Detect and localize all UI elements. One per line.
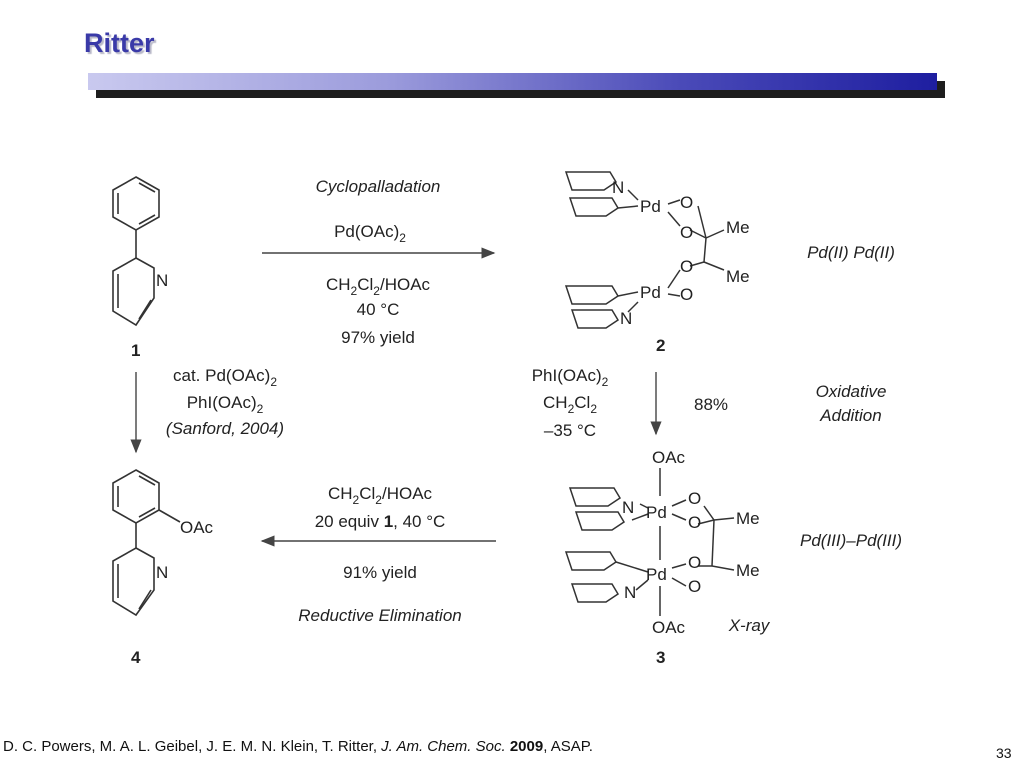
right-yield: 88% <box>694 395 728 414</box>
compound-4-oac: OAc <box>180 518 214 537</box>
footer-authors: D. C. Powers, M. A. L. Geibel, J. E. M. … <box>3 738 382 755</box>
compound-3-label: 3 <box>656 648 665 667</box>
compound-3-structure <box>564 468 735 616</box>
compound-2-label: 2 <box>656 336 665 355</box>
top-yield: 97% yield <box>341 328 415 347</box>
left-line1: cat. Pd(OAc)2 <box>173 366 277 389</box>
footer-journal: J. Am. Chem. Soc. <box>381 738 506 755</box>
bottom-solvent: CH2Cl2/HOAc <box>328 484 433 507</box>
compound-1-n: N <box>156 271 168 290</box>
compound-2-me1: Me <box>726 218 750 237</box>
compound-3-oac-bottom: OAc <box>652 618 686 637</box>
compound-3-pd1: Pd <box>646 503 667 522</box>
footer-rest: , ASAP. <box>543 738 593 755</box>
compound-2-structure <box>564 171 725 329</box>
reductive-elimination-label: Reductive Elimination <box>298 606 461 625</box>
right-line2: CH2Cl2 <box>543 393 597 416</box>
pd2-label: Pd(II) Pd(II) <box>807 243 895 262</box>
compound-3-n2: N <box>624 583 636 602</box>
top-reagent: Pd(OAc)2 <box>334 222 406 245</box>
compound-2-o1: O <box>680 193 693 212</box>
title-bar <box>88 73 937 90</box>
bottom-yield: 91% yield <box>343 563 417 582</box>
top-temp: 40 °C <box>357 300 400 319</box>
pd3-label: Pd(III)–Pd(III) <box>800 531 902 550</box>
compound-2-o3: O <box>680 257 693 276</box>
reference-footer: D. C. Powers, M. A. L. Geibel, J. E. M. … <box>3 738 593 755</box>
compound-3-oac-top: OAc <box>652 448 686 467</box>
compound-3-o1: O <box>688 489 701 508</box>
compound-3-n1: N <box>622 498 634 517</box>
compound-2-n2: N <box>620 309 632 328</box>
cyclopalladation-label: Cyclopalladation <box>316 177 441 196</box>
compound-2-pd2: Pd <box>640 283 661 302</box>
compound-1-label: 1 <box>131 341 140 360</box>
compound-4-label: 4 <box>131 648 141 667</box>
addition-label: Addition <box>819 406 881 425</box>
compound-1-structure <box>112 176 160 327</box>
compound-2-pd1: Pd <box>640 197 661 216</box>
compound-3-o4: O <box>688 577 701 596</box>
page-number: 33 <box>996 745 1012 761</box>
compound-4-n: N <box>156 563 168 582</box>
xray-label: X-ray <box>728 616 771 635</box>
oxidative-label: Oxidative <box>816 382 887 401</box>
compound-3-me2: Me <box>736 561 760 580</box>
footer-year: 2009 <box>509 738 544 755</box>
compound-2-me2: Me <box>726 267 750 286</box>
compound-3-o3: O <box>688 553 701 572</box>
left-citation: (Sanford, 2004) <box>166 419 284 438</box>
compound-4-structure <box>112 469 181 617</box>
bottom-equiv: 20 equiv 1, 40 °C <box>315 512 446 531</box>
compound-3-o2: O <box>688 513 701 532</box>
compound-3-pd2: Pd <box>646 565 667 584</box>
compound-2-n1: N <box>612 178 624 197</box>
top-solvent: CH2Cl2/HOAc <box>326 275 431 298</box>
left-line2: PhI(OAc)2 <box>187 393 264 416</box>
right-temp: –35 °C <box>544 421 596 440</box>
compound-2-o2: O <box>680 223 693 242</box>
right-line1: PhI(OAc)2 <box>532 366 609 389</box>
compound-2-o4: O <box>680 285 693 304</box>
compound-3-me1: Me <box>736 509 760 528</box>
slide-title: Ritter <box>84 28 155 58</box>
